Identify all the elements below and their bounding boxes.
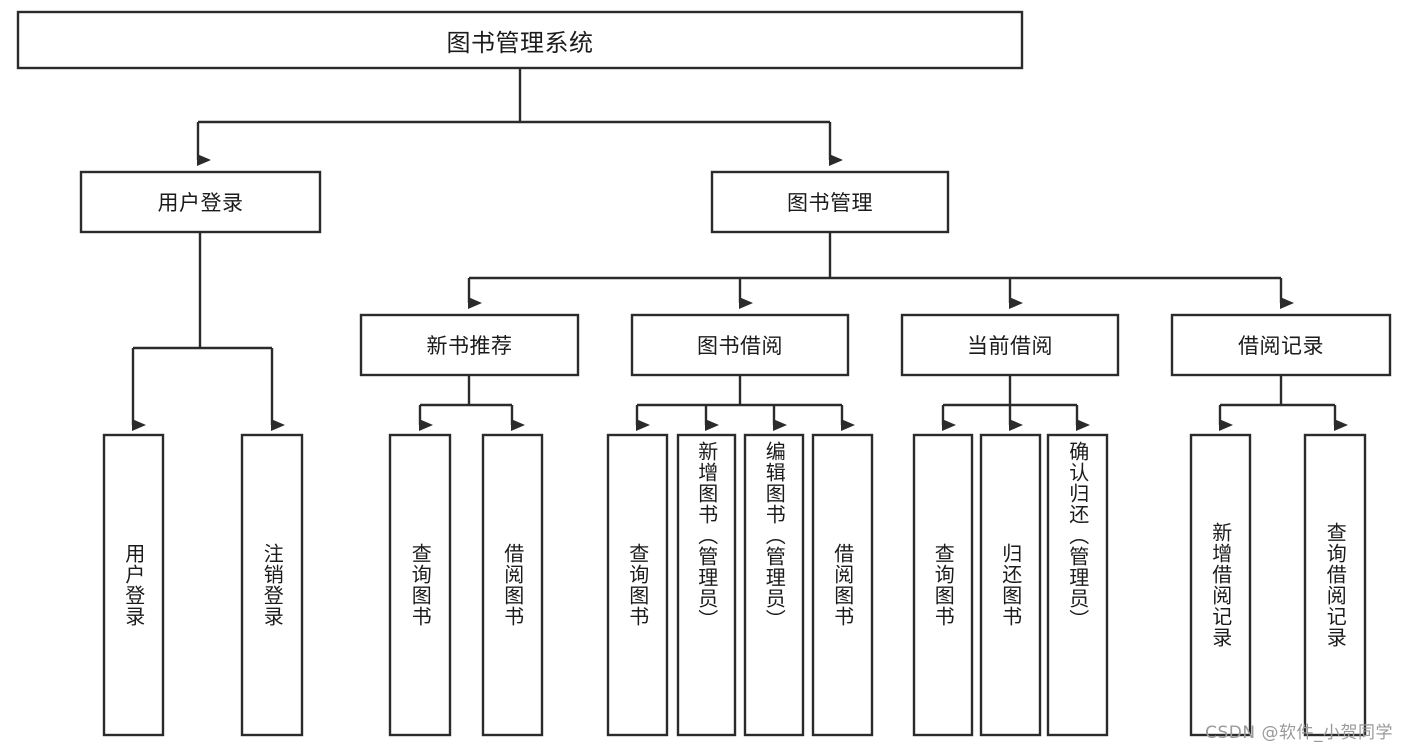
edges-book-manage-to-level3 (467, 232, 1294, 309)
edges-root-to-level2 (196, 68, 843, 166)
node-box-current-borrow (900, 313, 1120, 377)
node-box-book-manage (710, 170, 950, 234)
node-box-leaf-borrow-book-2 (811, 433, 874, 737)
node-box-leaf-query-book-3 (912, 433, 974, 737)
edges-borrow-record-to-leaves (1218, 375, 1348, 431)
edges-book-borrow-to-leaves (635, 375, 855, 431)
node-box-leaf-borrow-book-1 (481, 433, 544, 737)
node-box-leaf-confirm-return (1046, 433, 1109, 737)
node-box-new-book-recommend (359, 313, 580, 377)
edges-user-login-to-leaves (131, 232, 285, 431)
node-box-book-borrow (630, 313, 850, 377)
edges-current-borrow-to-leaves (941, 375, 1090, 431)
node-box-leaf-user-login (102, 433, 165, 737)
node-box-leaf-add-record (1189, 433, 1252, 737)
node-box-root (16, 10, 1024, 70)
node-box-leaf-add-book (676, 433, 737, 737)
node-box-borrow-record (1170, 313, 1392, 377)
node-box-leaf-query-book-1 (388, 433, 452, 737)
node-box-leaf-return-book (979, 433, 1042, 737)
node-box-leaf-edit-book (743, 433, 805, 737)
edges-new-book-recommend-to-leaves (418, 375, 525, 431)
node-box-leaf-logout-login (240, 433, 304, 737)
node-box-leaf-query-book-2 (606, 433, 669, 737)
node-box-user-login (79, 170, 322, 234)
node-box-leaf-query-record (1303, 433, 1367, 737)
